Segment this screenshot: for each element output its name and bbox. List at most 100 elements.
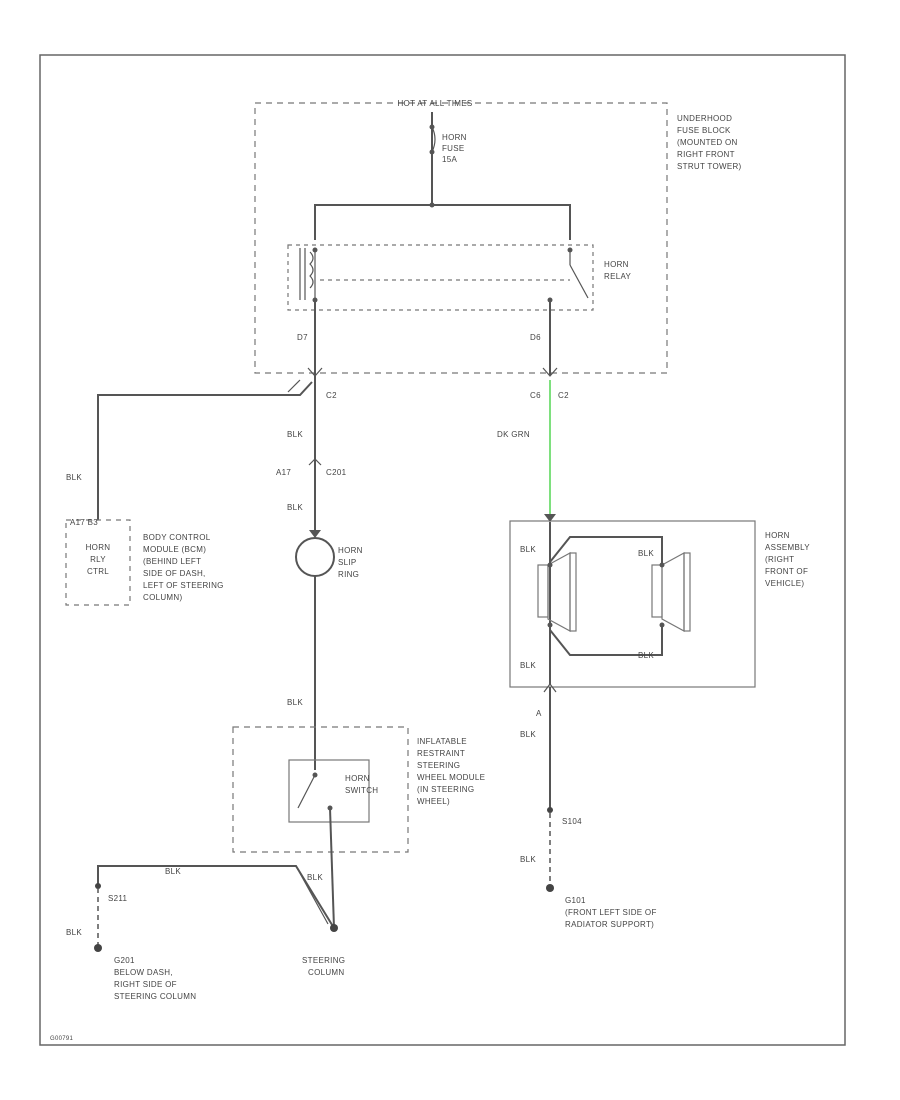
svg-text:HORN: HORN [86, 543, 111, 552]
horn-relay: HORN RELAY [287, 244, 632, 311]
svg-text:(IN STEERING: (IN STEERING [417, 785, 474, 794]
horn-parallel-bottom-wire [549, 625, 663, 656]
wire-label-blk-r2: BLK [520, 855, 536, 864]
svg-text:VEHICLE): VEHICLE) [765, 579, 804, 588]
svg-text:RELAY: RELAY [604, 272, 632, 281]
svg-text:HORN: HORN [338, 546, 363, 555]
horn-assembly-label: HORN ASSEMBLY (RIGHT FRONT OF VEHICLE) [765, 531, 810, 588]
horn-left [537, 522, 577, 685]
svg-text:COLUMN: COLUMN [308, 968, 344, 977]
splice-s104 [547, 807, 553, 813]
horn-slip-ring: HORN SLIP RING [295, 530, 363, 579]
svg-text:G201: G201 [114, 956, 135, 965]
splice-s211 [95, 883, 101, 889]
wire-label-blk-h4: BLK [520, 661, 536, 670]
horn-switch: HORN SWITCH [288, 759, 378, 823]
splice-s104-label: S104 [562, 817, 582, 826]
horn-parallel-top-wire [549, 536, 663, 565]
steering-column-label: STEERING COLUMN [302, 956, 345, 977]
svg-text:STEERING: STEERING [302, 956, 345, 965]
svg-text:RESTRAINT: RESTRAINT [417, 749, 465, 758]
fuse-block-header: HOT AT ALL TIMES [397, 99, 472, 108]
body-control-module: A17 B3 HORN RLY CTRL [65, 518, 131, 606]
wire-label-blk-h2: BLK [638, 549, 654, 558]
ground-g201 [94, 944, 102, 952]
wire-label-blk-r1: BLK [520, 730, 536, 739]
svg-text:UNDERHOOD: UNDERHOOD [677, 114, 732, 123]
wire-label-blk-g201: BLK [66, 928, 82, 937]
svg-text:C2: C2 [558, 391, 569, 400]
diagram-border [39, 54, 846, 1046]
svg-text:BELOW DASH,: BELOW DASH, [114, 968, 173, 977]
wire-label-blk-col: BLK [307, 873, 323, 882]
wire-label-blk-strap: BLK [165, 867, 181, 876]
wire-label-blk-bcm: BLK [66, 473, 82, 482]
svg-text:HORN: HORN [442, 133, 467, 142]
wire-label-blk-h3: BLK [638, 651, 654, 660]
svg-text:RLY: RLY [90, 555, 106, 564]
fuse-block-description: UNDERHOOD FUSE BLOCK (MOUNTED ON RIGHT F… [677, 114, 742, 171]
horn-assembly-box [509, 520, 756, 688]
wire-to-steering-column [329, 807, 335, 929]
svg-text:A17 B3: A17 B3 [70, 518, 98, 527]
horn-fuse: HORN FUSE 15A [429, 112, 467, 205]
connector-c6-c2: C6 C2 [530, 367, 569, 400]
wire-label-blk-c2: BLK [287, 430, 303, 439]
svg-text:A17: A17 [276, 468, 291, 477]
svg-text:(BEHIND LEFT: (BEHIND LEFT [143, 557, 201, 566]
svg-text:FUSE: FUSE [442, 144, 465, 153]
svg-text:HORN: HORN [765, 531, 790, 540]
svg-text:RIGHT FRONT: RIGHT FRONT [677, 150, 735, 159]
svg-text:MODULE (BCM): MODULE (BCM) [143, 545, 206, 554]
connector-c201: A17 C201 [276, 458, 347, 477]
svg-text:ASSEMBLY: ASSEMBLY [765, 543, 810, 552]
horn-right [651, 551, 691, 633]
svg-text:15A: 15A [442, 155, 457, 164]
svg-text:STRUT TOWER): STRUT TOWER) [677, 162, 742, 171]
inflatable-restraint-module [232, 726, 409, 853]
svg-text:WHEEL): WHEEL) [417, 797, 450, 806]
wire-label-dk-grn: DK GRN [497, 430, 530, 439]
svg-text:FRONT OF: FRONT OF [765, 567, 808, 576]
svg-text:STEERING: STEERING [417, 761, 460, 770]
svg-text:INFLATABLE: INFLATABLE [417, 737, 467, 746]
svg-text:CTRL: CTRL [87, 567, 109, 576]
svg-text:STEERING COLUMN: STEERING COLUMN [114, 992, 196, 1001]
svg-text:RIGHT SIDE OF: RIGHT SIDE OF [114, 980, 177, 989]
svg-text:C2: C2 [326, 391, 337, 400]
svg-text:C6: C6 [530, 391, 541, 400]
svg-text:WHEEL MODULE: WHEEL MODULE [417, 773, 485, 782]
svg-text:RADIATOR SUPPORT): RADIATOR SUPPORT) [565, 920, 654, 929]
ground-g101-label: G101 (FRONT LEFT SIDE OF RADIATOR SUPPOR… [565, 896, 657, 929]
svg-text:LEFT OF STEERING: LEFT OF STEERING [143, 581, 224, 590]
svg-text:(MOUNTED ON: (MOUNTED ON [677, 138, 738, 147]
svg-text:C201: C201 [326, 468, 347, 477]
pin-d6-label: D6 [530, 333, 541, 342]
svg-text:(FRONT LEFT SIDE OF: (FRONT LEFT SIDE OF [565, 908, 657, 917]
svg-text:SIDE OF DASH,: SIDE OF DASH, [143, 569, 206, 578]
pin-d7-label: D7 [297, 333, 308, 342]
ground-g101 [546, 884, 554, 892]
airbag-module-description: INFLATABLE RESTRAINT STEERING WHEEL MODU… [417, 737, 485, 806]
ground-g201-label: G201 BELOW DASH, RIGHT SIDE OF STEERING … [114, 956, 196, 1001]
svg-text:BODY CONTROL: BODY CONTROL [143, 533, 211, 542]
wire-label-blk-c201: BLK [287, 503, 303, 512]
diagram-code: G00791 [50, 1036, 74, 1042]
pin-a-label: A [536, 709, 542, 718]
fuse-feed-bus [314, 204, 571, 240]
bcm-description: BODY CONTROL MODULE (BCM) (BEHIND LEFT S… [143, 533, 224, 602]
wire-label-blk-slip: BLK [287, 698, 303, 707]
wire-label-blk-h1: BLK [520, 545, 536, 554]
svg-text:HORN: HORN [345, 774, 370, 783]
svg-text:COLUMN): COLUMN) [143, 593, 182, 602]
svg-text:(RIGHT: (RIGHT [765, 555, 794, 564]
svg-text:SWITCH: SWITCH [345, 786, 378, 795]
svg-text:SLIP: SLIP [338, 558, 357, 567]
ground-strap-wire [97, 865, 335, 929]
svg-text:HORN: HORN [604, 260, 629, 269]
bcm-horn-wire [97, 381, 313, 520]
svg-text:G101: G101 [565, 896, 586, 905]
steering-column-ground [330, 924, 338, 932]
svg-text:RING: RING [338, 570, 359, 579]
